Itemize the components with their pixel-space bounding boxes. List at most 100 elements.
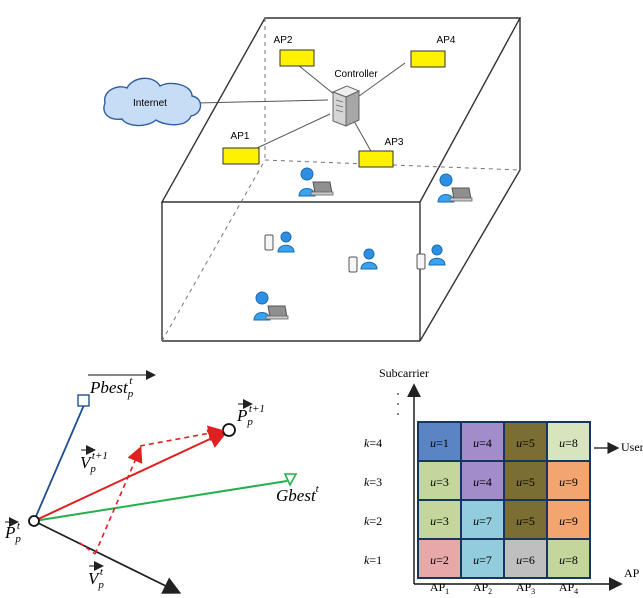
allocation-cell: u=2 [417,538,462,579]
column-label: AP3 [516,580,535,596]
allocation-cell: u=5 [503,460,548,501]
x-axis-label: AP [624,566,640,580]
allocation-cell: u=5 [503,499,548,540]
allocation-cell-value: u=3 [430,514,449,528]
svg-text:Vpt+1: Vpt+1 [80,450,108,475]
room-box [160,17,522,342]
subcarrier-allocation-diagram: Subcarrier AP User u=1 u=4 u=5 u=8 u=3 u=4 u=5… [364,366,643,596]
current-velocity-arrow [33,520,182,594]
ap2-device: AP2 [274,35,315,67]
ap4-device: AP4 [410,35,456,68]
axis-ellipsis [397,393,399,415]
controller-device: Controller [331,69,378,127]
row-label: k=3 [364,475,382,489]
allocation-cell: u=7 [460,499,505,540]
internet-label: Internet [133,98,167,109]
column-label: AP2 [473,580,492,596]
pbest-vector-line [33,404,85,522]
allocation-cell-value: u=3 [430,475,449,489]
gbest-vector-line [33,480,288,522]
next-position-label: Ppt+1 [236,399,265,428]
current-position-label: Ppt [4,517,21,545]
svg-text:Ppt+1: Ppt+1 [236,403,265,428]
column-label: AP1 [430,580,449,596]
current-velocity-label: Vpt [88,561,104,591]
allocation-cell: u=3 [417,460,462,501]
allocation-cell: u=7 [460,538,505,579]
allocation-cell: u=1 [417,421,462,462]
allocation-cell-value: u=5 [516,436,535,450]
column-label-group: AP1 AP2 AP3 AP4 [430,580,578,596]
dashed-velocity-component-3 [79,542,96,555]
y-axis-label: Subcarrier [379,366,429,380]
allocation-cell-value: u=2 [430,553,449,567]
allocation-grid: u=1 u=4 u=5 u=8 u=3 u=4 u=5 u=9 u=3 u=7 u=5 u=9 u=2 u… [417,421,591,579]
pbest-marker [77,394,90,407]
allocation-cell-value: u=8 [559,436,578,450]
allocation-cell-value: u=7 [473,553,492,567]
allocation-cell-value: u=4 [473,475,492,489]
allocation-cell: u=5 [503,421,548,462]
allocation-cell-box [546,499,591,540]
svg-text:Ppt: Ppt [4,520,21,545]
allocation-cell: u=8 [546,538,591,579]
allocation-cell-box [417,421,462,462]
current-position-marker [28,515,40,527]
allocation-cell-value: u=8 [559,553,578,567]
column-label: AP4 [559,580,578,596]
allocation-cell: u=4 [460,421,505,462]
allocation-cell-value: u=9 [559,514,578,528]
allocation-cell-value: u=4 [473,436,492,450]
laptop-user-3 [253,291,289,321]
allocation-cell-value: u=9 [559,475,578,489]
allocation-cell-box [460,538,505,579]
row-label: k=1 [364,553,382,567]
laptop-user-1 [298,167,334,197]
allocation-cell: u=6 [503,538,548,579]
laptop-user-2 [437,173,473,203]
ap1-device: AP1 [222,131,260,165]
allocation-cell: u=9 [546,460,591,501]
next-position-marker [222,423,236,437]
gbest-marker [283,473,298,487]
allocation-cell-box [417,499,462,540]
ap3-device: AP3 [358,137,404,168]
allocation-cell-box [503,499,548,540]
dashed-velocity-component-2 [139,425,225,447]
allocation-cell-box [546,538,591,579]
phone-user-1 [264,231,295,253]
dashed-velocity-component-1 [94,446,143,555]
internet-cloud: Internet [103,77,202,127]
next-velocity-label: Vpt+1 [80,445,108,475]
allocation-cell: u=3 [417,499,462,540]
allocation-cell-value: u=6 [516,553,535,567]
gbest-label: Gbestt [276,483,320,505]
phone-user-3 [416,244,446,270]
vector-update-diagram: Pbestpt Ppt+1 Vpt+1 Gbestt Ppt [4,370,320,594]
phone-user-2 [348,248,378,273]
svg-text:Vpt: Vpt [88,566,104,591]
pbest-label: Pbestpt [88,370,156,400]
row-label: k=2 [364,514,382,528]
allocation-cell: u=4 [460,460,505,501]
user-label: User [621,440,643,454]
allocation-cell-box [546,460,591,501]
allocation-cell-value: u=7 [473,514,492,528]
ap3-label: AP3 [385,137,404,148]
ap1-label: AP1 [231,131,250,142]
row-label: k=4 [364,436,382,450]
svg-text:Gbestt: Gbestt [276,483,320,505]
row-label-group: k=4 k=3 k=2 k=1 [364,436,382,567]
allocation-cell-value: u=1 [430,436,449,450]
allocation-cell-value: u=5 [516,475,535,489]
svg-text:Pbestpt: Pbestpt [89,375,134,400]
allocation-cell: u=9 [546,499,591,540]
allocation-cell-value: u=5 [516,514,535,528]
allocation-cell: u=8 [546,421,591,462]
network-room-diagram: Internet Controller AP1 AP2 AP3 AP4 [103,17,522,342]
position-update-arrow [33,429,229,522]
controller-label: Controller [334,69,378,80]
ap2-label: AP2 [274,35,293,46]
ap4-label: AP4 [437,35,456,46]
